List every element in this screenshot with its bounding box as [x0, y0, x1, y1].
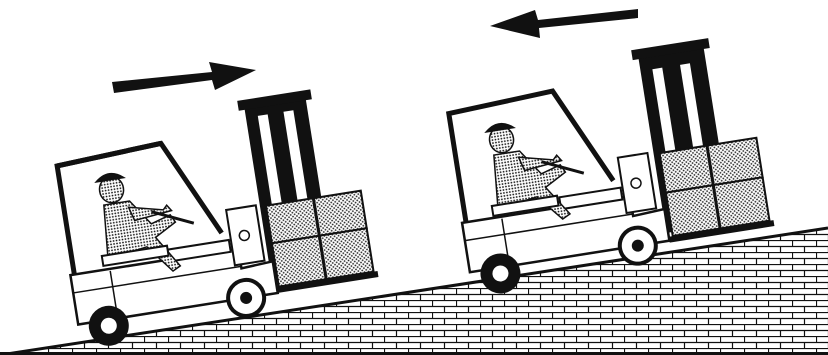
load-boxes	[656, 137, 775, 242]
load-boxes	[262, 190, 378, 293]
arrow-left-icon	[490, 9, 638, 38]
arrow-right-icon	[112, 62, 256, 93]
